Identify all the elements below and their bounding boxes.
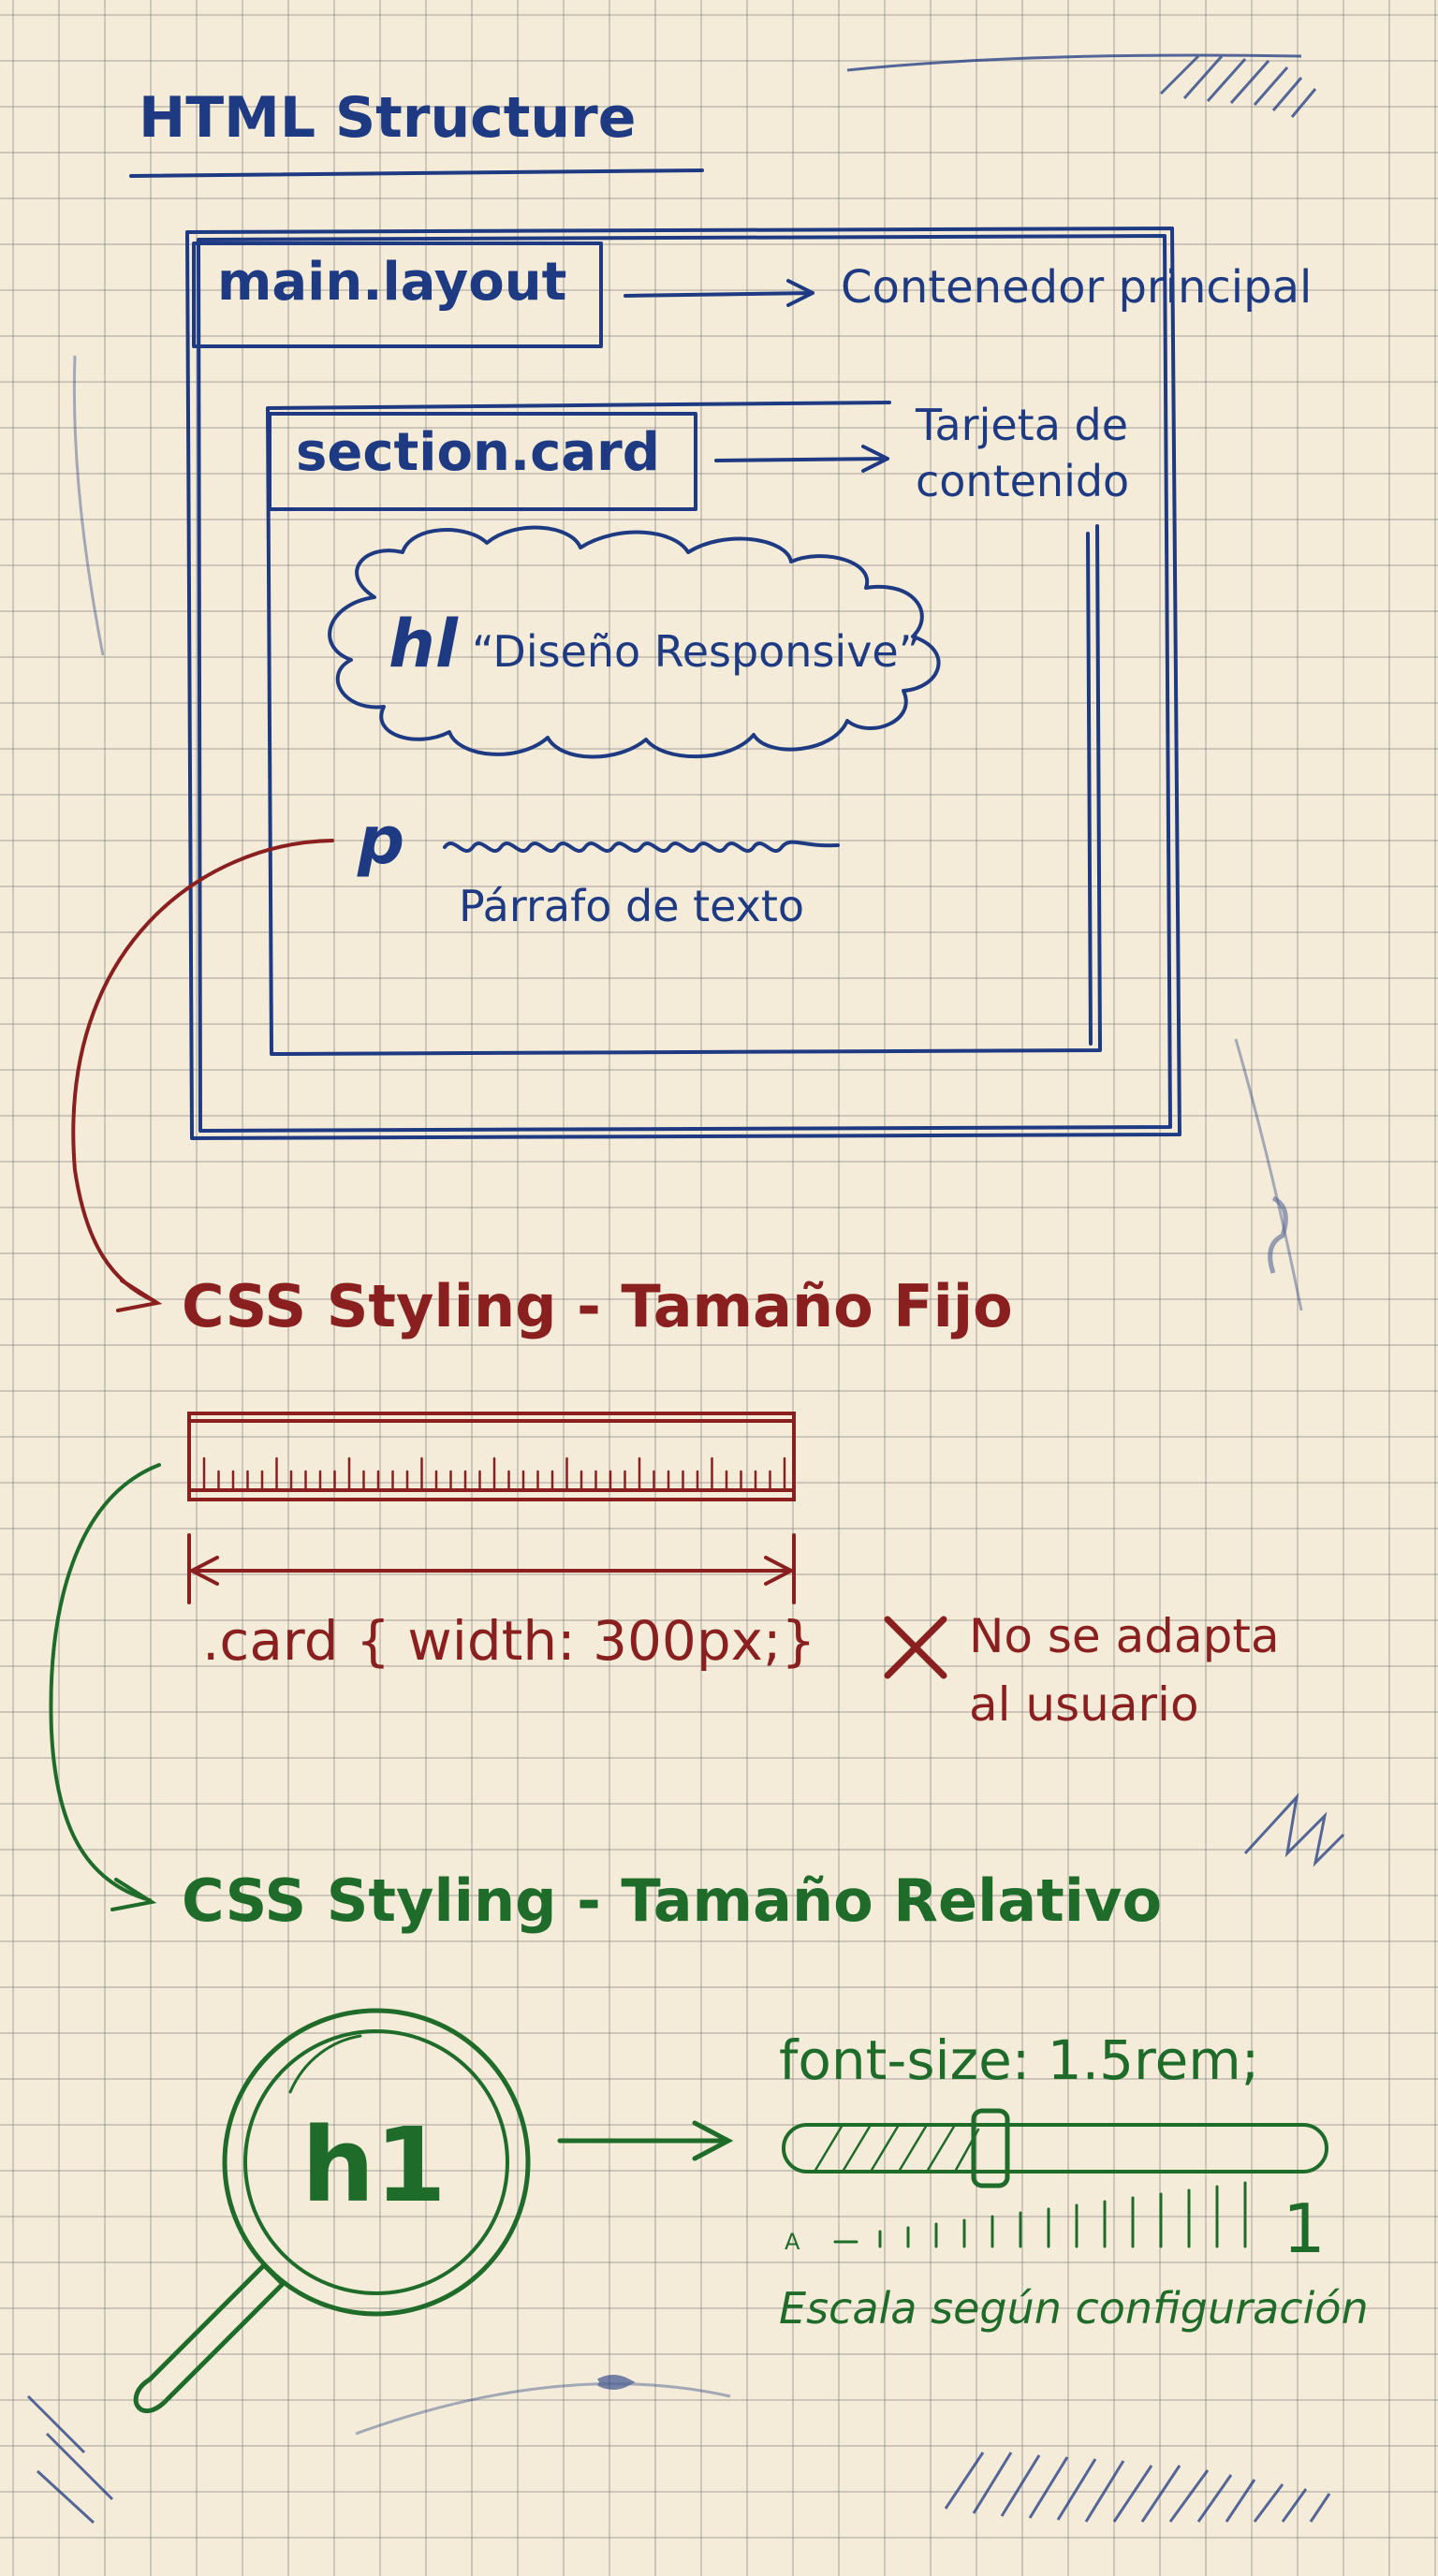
cross-icon bbox=[884, 1616, 947, 1679]
main-layout-tag-box bbox=[192, 242, 603, 348]
html-structure-title: HTML Structure bbox=[139, 85, 637, 151]
main-layout-box bbox=[185, 227, 1181, 1140]
arrow-to-section-desc bbox=[714, 445, 889, 473]
p-tag: p bbox=[358, 802, 405, 879]
section-card-tag: section.card bbox=[296, 422, 660, 483]
decorative-scribbles bbox=[26, 53, 1345, 2525]
scale-caption: Escala según configuración bbox=[779, 2283, 1369, 2334]
h1-tag: hl bbox=[389, 606, 458, 682]
relative-size-title: CSS Styling - Tamaño Relativo bbox=[182, 1866, 1163, 1935]
magnifier-icon bbox=[133, 2008, 531, 2414]
relative-font-size-code: font-size: 1.5rem; bbox=[779, 2028, 1260, 2092]
fixed-width-code: .card { width: 300px;} bbox=[202, 1609, 816, 1673]
fixed-note-line1: No se adapta bbox=[969, 1609, 1280, 1663]
fixed-size-title: CSS Styling - Tamaño Fijo bbox=[182, 1272, 1013, 1340]
arrow-h1-to-slider bbox=[557, 2120, 734, 2161]
font-scale-ticks bbox=[833, 2181, 1247, 2248]
p-description: Párrafo de texto bbox=[459, 881, 805, 931]
main-layout-tag: main.layout bbox=[217, 252, 567, 313]
font-size-slider bbox=[782, 2108, 1328, 2188]
section-card-description-line1: Tarjeta de bbox=[916, 400, 1129, 450]
arrow-to-main-desc bbox=[624, 279, 814, 307]
arrow-p-to-fixed bbox=[71, 839, 334, 1312]
h1-cloud bbox=[328, 525, 941, 759]
fixed-note-line2: al usuario bbox=[969, 1677, 1199, 1732]
width-dimension-arrow bbox=[187, 1533, 796, 1604]
section-card-tag-box bbox=[268, 412, 697, 511]
magnifier-h1-label: h1 bbox=[301, 2105, 447, 2225]
h1-text: “Diseño Responsive” bbox=[472, 626, 921, 677]
scale-small-label: A bbox=[785, 2229, 800, 2255]
title-underline bbox=[129, 168, 704, 178]
html-structure-diagram bbox=[129, 168, 1181, 1140]
section-card-description-line2: contenido bbox=[916, 456, 1130, 506]
slider-handle bbox=[971, 2108, 1010, 2188]
ruler bbox=[187, 1412, 796, 1501]
scale-large-label: 1 bbox=[1283, 2189, 1326, 2268]
section-card-box bbox=[266, 401, 1102, 1056]
main-layout-description: Contenedor principal bbox=[841, 261, 1313, 314]
relative-size-diagram bbox=[133, 2008, 1328, 2414]
fixed-size-diagram bbox=[187, 1412, 947, 1679]
p-squiggle bbox=[443, 840, 840, 853]
arrow-fixed-to-relative bbox=[49, 1463, 161, 1911]
